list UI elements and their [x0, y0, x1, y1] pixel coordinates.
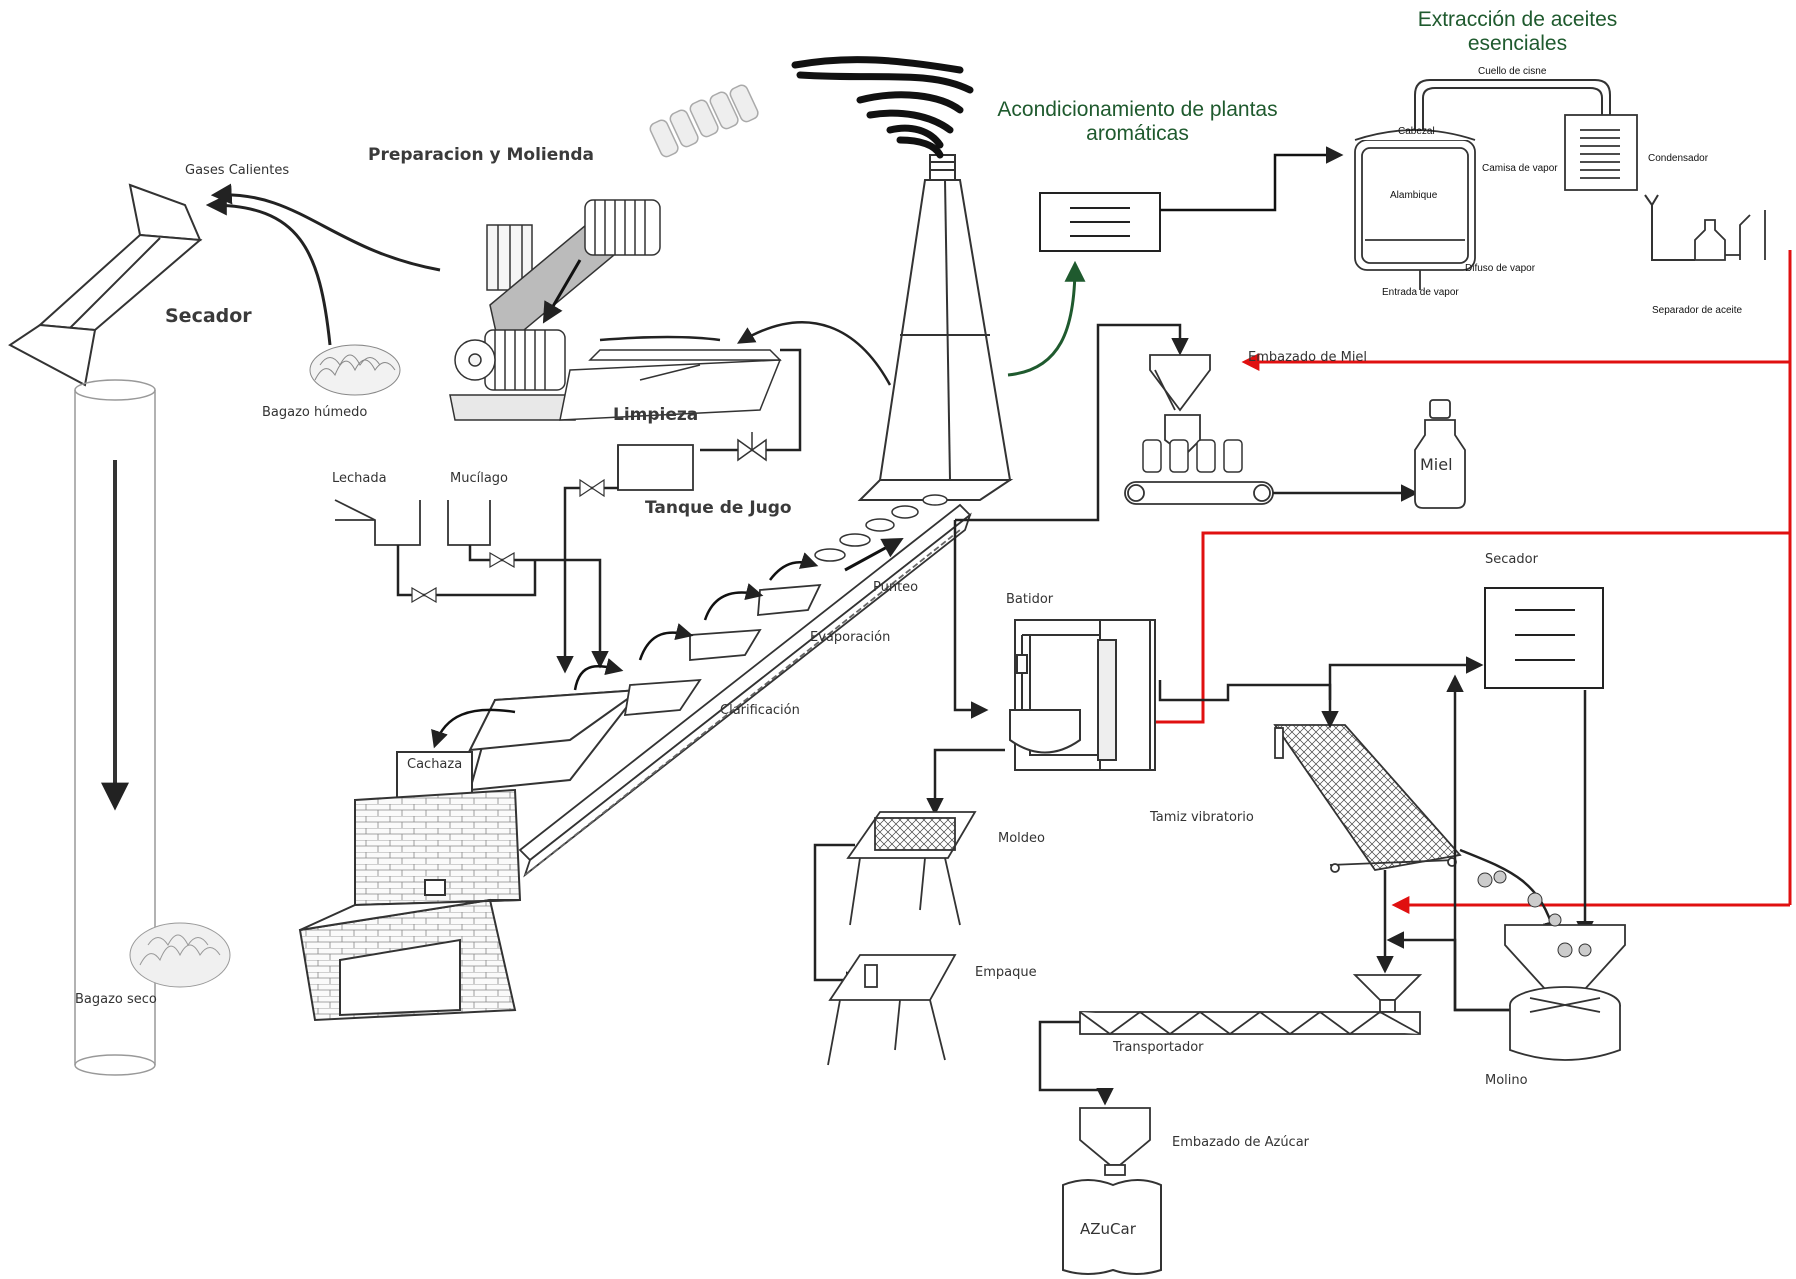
- pipe-to-batidor: [955, 520, 985, 710]
- tamiz-vibratorio: [1275, 725, 1460, 872]
- label-bagazo-humedo: Bagazo húmedo: [262, 405, 367, 420]
- label-embazado-miel: Embazado de Miel: [1248, 350, 1367, 365]
- arrow-pan-3: [705, 593, 760, 620]
- empaque-table: [828, 955, 955, 1065]
- mill-machine: [450, 83, 780, 420]
- chimney: [860, 155, 1010, 500]
- pipe-batidor-moldeo: [935, 750, 1005, 812]
- label-lechada: Lechada: [332, 471, 387, 486]
- secador-left-drum: [10, 185, 200, 385]
- label-secador-left: Secador: [165, 305, 252, 327]
- smoke: [795, 60, 970, 155]
- pipe-tanque-down: [565, 488, 618, 670]
- condensador-outlet: [1645, 195, 1695, 260]
- label-secador-right: Secador: [1485, 552, 1538, 567]
- moldeo-table: [848, 812, 975, 925]
- label-punteo: Punteo: [873, 580, 918, 595]
- valve-icon-2: [580, 480, 604, 496]
- label-evaporacion: Evaporación: [810, 630, 890, 645]
- label-mucilago: Mucílago: [450, 471, 508, 486]
- label-moldeo: Moldeo: [998, 831, 1045, 846]
- lechada-tank: [335, 500, 420, 545]
- arrow-mill-bar: [600, 337, 720, 340]
- label-cachaza: Cachaza: [407, 757, 462, 772]
- separador-aceite: [1695, 210, 1765, 260]
- arrow-pan-4: [770, 562, 815, 580]
- arrow-acond-to-alambique: [1160, 155, 1340, 210]
- label-miel: Miel: [1420, 455, 1453, 474]
- tanque-jugo: [618, 445, 693, 490]
- label-extraccion: Extracción de aceites esenciales: [1395, 8, 1640, 56]
- label-molino: Molino: [1485, 1073, 1528, 1088]
- label-batidor: Batidor: [1006, 592, 1053, 607]
- label-embazado-azucar: Embazado de Azúcar: [1172, 1135, 1309, 1150]
- label-gases-calientes: Gases Calientes: [185, 163, 289, 178]
- batidor: [1010, 620, 1155, 770]
- arrow-tamiz-molino: [1460, 850, 1555, 935]
- label-tamiz: Tamiz vibratorio: [1150, 810, 1254, 825]
- condensador: [1565, 115, 1637, 190]
- transportador: [1080, 1012, 1420, 1034]
- label-acondicionamiento: Acondicionamiento de plantas aromáticas: [995, 98, 1280, 146]
- label-camisa-vapor: Camisa de vapor: [1482, 163, 1558, 174]
- arrow-molienda-to-secador: [215, 195, 440, 270]
- evap-pan-1: [625, 680, 700, 715]
- label-clarificacion: Clarificación: [720, 703, 800, 718]
- label-tanque-jugo: Tanque de Jugo: [645, 498, 792, 518]
- pipe-tamiz-secador: [1330, 665, 1480, 700]
- secador-right-box: [1485, 588, 1603, 688]
- evap-pan-2: [690, 630, 760, 660]
- label-transportador: Transportador: [1113, 1040, 1204, 1055]
- pipe-batidor-tamiz: [1160, 680, 1330, 725]
- arrow-chimney-to-acond: [1008, 265, 1075, 375]
- alambique: [1355, 130, 1475, 290]
- label-empaque: Empaque: [975, 965, 1037, 980]
- label-separador-aceite: Separador de aceite: [1652, 305, 1742, 316]
- arrow-pan-2: [640, 633, 690, 660]
- arrow-pan-1: [575, 666, 620, 690]
- azucar-hopper: [1080, 1108, 1150, 1175]
- label-azucar: AZuCar: [1080, 1220, 1136, 1238]
- label-preparacion-molienda: Preparacion y Molienda: [368, 145, 594, 165]
- pipe-moldeo-empaque: [815, 845, 860, 980]
- bagazo-humedo-pile: [310, 345, 400, 395]
- red-arrow-batidor: [1085, 533, 1790, 722]
- label-alambique: Alambique: [1390, 190, 1437, 201]
- miel-conveyor: [1125, 482, 1273, 504]
- valve-icon: [738, 432, 766, 460]
- label-limpieza: Limpieza: [613, 405, 698, 425]
- pipe-molino-secador: [1455, 678, 1515, 1010]
- label-bagazo-seco: Bagazo seco: [75, 992, 157, 1007]
- label-cabezal: Cabezal: [1398, 126, 1435, 137]
- bagazo-seco-pile: [130, 923, 230, 987]
- mucilago-tank: [448, 500, 490, 545]
- brick-furnace: [300, 790, 520, 1020]
- label-condensador: Condensador: [1648, 153, 1708, 164]
- label-cuello-cisne: Cuello de cisne: [1478, 66, 1546, 77]
- label-difuso-vapor: Difuso de vapor: [1465, 263, 1535, 274]
- label-entrada-vapor: Entrada de vapor: [1382, 287, 1459, 298]
- evap-pan-3: [758, 585, 820, 615]
- miel-bottle: [1415, 400, 1465, 508]
- transport-hopper: [1355, 975, 1420, 1012]
